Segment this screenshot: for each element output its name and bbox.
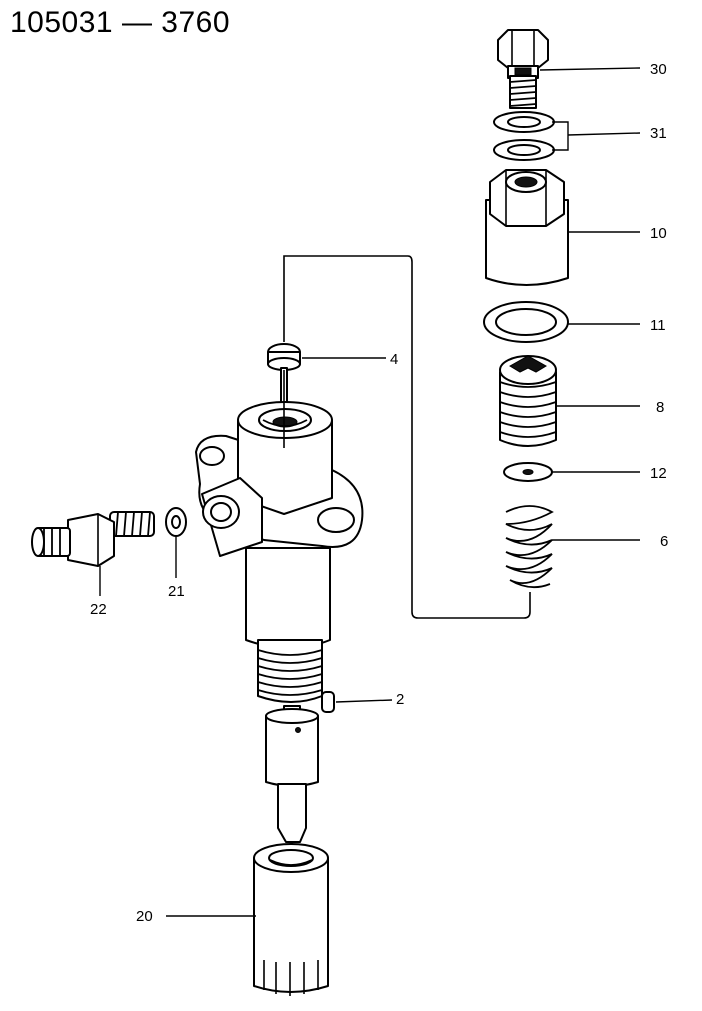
callout-10: 10 — [650, 225, 667, 242]
callout-30: 30 — [650, 61, 667, 78]
part-31-washers — [493, 111, 555, 161]
callout-11: 11 — [650, 317, 666, 334]
part-21-washer — [165, 507, 187, 537]
part-12-shim — [503, 462, 553, 482]
nozzle — [265, 705, 319, 852]
diagram-title: 105031 — 3760 — [10, 6, 231, 39]
callout-20: 20 — [136, 908, 153, 925]
part-20-nozzle-nut — [253, 843, 329, 996]
part-2-dowel-pin — [321, 691, 335, 713]
injector-body — [195, 370, 364, 703]
callout-4: 4 — [390, 351, 398, 368]
part-6-spring — [505, 505, 554, 589]
part-30-bolt — [497, 29, 549, 109]
leader-lines — [99, 67, 641, 917]
callout-21: 21 — [168, 583, 185, 600]
callout-22: 22 — [90, 601, 107, 618]
part-8-valve-holder — [499, 355, 557, 447]
callout-8: 8 — [656, 399, 664, 416]
callout-31: 31 — [650, 125, 667, 142]
callout-6: 6 — [660, 533, 668, 550]
part-10-cap-nut — [485, 169, 569, 286]
callout-2: 2 — [396, 691, 404, 708]
callout-12: 12 — [650, 465, 667, 482]
assembly-connector-line — [283, 255, 531, 619]
part-11-gasket — [483, 301, 569, 343]
part-22-inlet-connector — [31, 511, 155, 567]
